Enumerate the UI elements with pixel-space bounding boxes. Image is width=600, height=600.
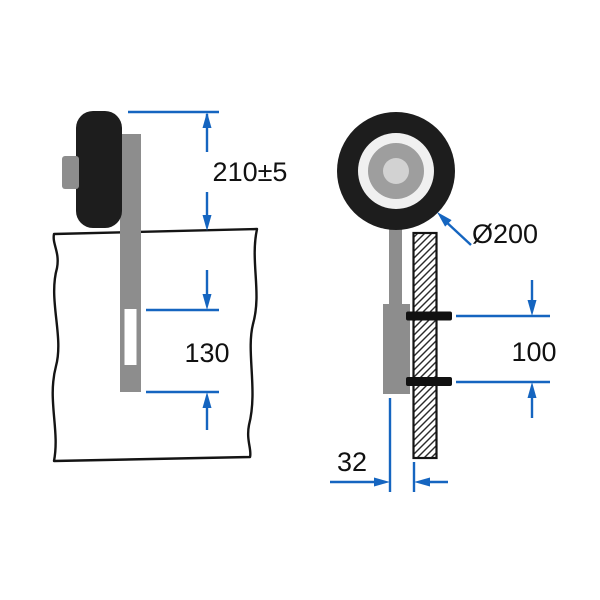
dim-slot-130: 130 xyxy=(146,270,230,430)
dim-spacing-100: 100 xyxy=(456,280,557,418)
bracket-front xyxy=(383,304,410,394)
dim-arrow-up xyxy=(527,382,537,398)
clamp-bar-top xyxy=(406,311,452,321)
dim-diameter-200: Ø200 xyxy=(437,212,538,249)
transom-board-section xyxy=(412,231,438,460)
clamp-bar-bottom xyxy=(406,377,452,386)
dim-label-100: 100 xyxy=(511,337,556,367)
bracket-stem xyxy=(389,227,402,307)
side-view: 210±5 130 xyxy=(51,110,288,463)
dim-arrow-diagonal xyxy=(437,212,452,227)
dim-arrow-down xyxy=(202,215,212,231)
hub-center xyxy=(383,158,409,184)
dim-arrow-right xyxy=(374,477,390,487)
dim-label-130: 130 xyxy=(184,338,229,368)
axle-hub xyxy=(62,156,79,189)
dim-arrow-down xyxy=(527,300,537,316)
dim-label-210: 210±5 xyxy=(213,157,288,187)
front-view: Ø200 100 32 xyxy=(330,112,557,492)
dim-arrow-left xyxy=(414,477,430,487)
wheel-front xyxy=(337,112,455,230)
mount-slot xyxy=(124,309,137,365)
wheel-side xyxy=(76,111,122,228)
dim-label-200: Ø200 xyxy=(472,219,538,249)
dim-arrow-up xyxy=(202,112,212,128)
dim-offset-32: 32 xyxy=(330,398,448,492)
dim-height-210: 210±5 xyxy=(128,110,288,231)
dim-arrow-down xyxy=(202,294,212,310)
dim-arrow-up xyxy=(202,392,212,408)
dim-label-32: 32 xyxy=(337,447,367,477)
